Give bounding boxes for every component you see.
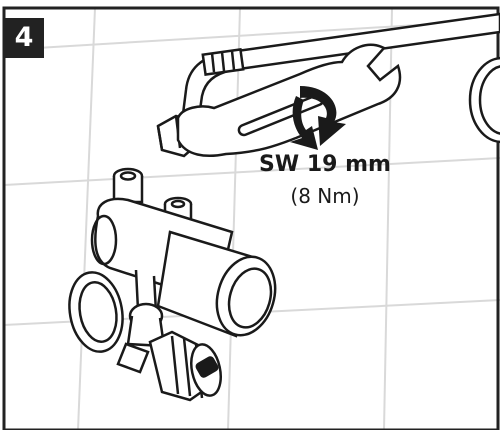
frame-border <box>2 6 500 430</box>
wrench-size-label: SW 19 mm <box>259 152 391 177</box>
step-number-badge: 4 <box>4 18 44 58</box>
wrench-icon <box>176 43 402 157</box>
torque-label: (8 Nm) <box>290 184 360 208</box>
wall-tiles <box>3 7 500 430</box>
wall-rosette-right <box>468 56 500 144</box>
angle-valve <box>68 167 277 402</box>
tighten-arrow-icon <box>290 86 346 150</box>
